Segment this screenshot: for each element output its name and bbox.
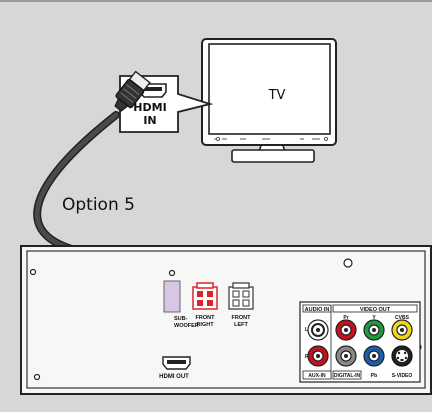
video-out-label: VIDEO OUT	[360, 307, 391, 313]
front-right-speaker-connector	[192, 282, 218, 310]
audio-r-jack	[307, 345, 329, 367]
front-left-label-2: LEFT	[234, 322, 248, 328]
screw-hole	[33, 373, 41, 381]
pr-jack	[335, 319, 357, 341]
subwoofer-label-1: SUB-	[174, 316, 188, 322]
subwoofer-label-2: WOOFER	[174, 323, 199, 329]
tv-stand-base	[231, 149, 315, 163]
screw-hole	[168, 269, 176, 277]
pb-label: Pb	[371, 373, 377, 379]
y-jack	[363, 319, 385, 341]
pr-label: Pr	[343, 315, 348, 321]
audio-in-label: AUDIO IN	[305, 307, 330, 313]
pb-jack	[363, 345, 385, 367]
subwoofer-connector	[163, 280, 181, 313]
tv-controls	[214, 136, 329, 142]
s-video-label: S-VIDEO	[392, 373, 413, 379]
hdmi-out-port	[162, 356, 191, 370]
audio-l-jack	[307, 319, 329, 341]
front-left-label-1: FRONT	[232, 315, 252, 321]
front-right-label-1: FRONT	[196, 315, 216, 321]
cvbs-jack	[391, 319, 413, 341]
hdmi-in-line2: IN	[143, 114, 156, 127]
av-connector-block: AUDIO IN VIDEO OUT Pr Y CVBS L R	[299, 301, 421, 383]
digital-in-jack	[335, 345, 357, 367]
tv-label: TV	[268, 88, 286, 103]
digital-in-label: DIGITAL-IN	[334, 373, 361, 379]
rear-panel: SUB- WOOFER FRONT RIGHT FRONT LEFT	[20, 245, 432, 395]
aux-in-label: AUX-IN	[308, 373, 326, 379]
tv-screen	[208, 43, 331, 135]
s-video-jack	[391, 345, 413, 367]
tv: TV	[201, 38, 337, 163]
r-label: R	[305, 354, 309, 360]
y-label: Y	[372, 315, 376, 321]
option-label: Option 5	[62, 195, 135, 215]
front-left-speaker-connector	[228, 282, 254, 310]
screw-hole	[29, 268, 37, 276]
hdmi-plug-top	[114, 70, 151, 112]
hdmi-in-line1: HDMI	[133, 101, 166, 114]
front-right-label-2: RIGHT	[196, 322, 214, 328]
rear-panel-inner	[26, 250, 426, 389]
hdmi-out-label: HDMI OUT	[159, 374, 189, 380]
l-label: L	[305, 327, 308, 333]
screw-hole	[343, 258, 353, 268]
cvbs-label: CVBS	[395, 315, 410, 321]
